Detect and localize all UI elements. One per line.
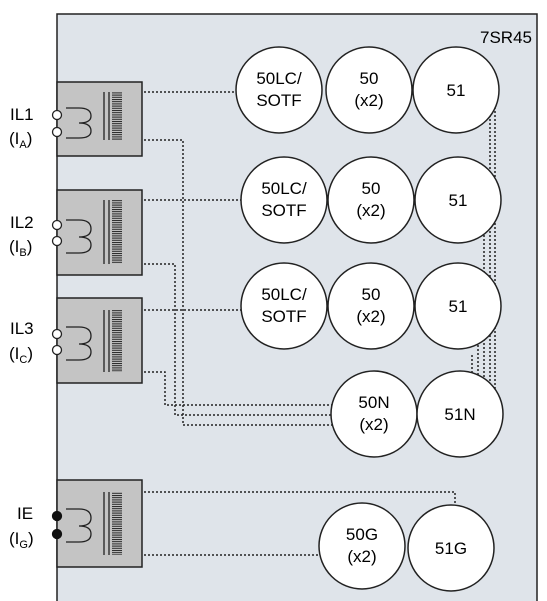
input-name: IL1 [10, 105, 34, 124]
function-circle [325, 46, 413, 134]
function-line-1: 50LC/ [261, 179, 307, 198]
function-line-1: 50N [358, 393, 389, 412]
ct-ground-body [56, 479, 143, 568]
function-line-1: 51N [444, 405, 475, 424]
ct-l2 [51, 189, 143, 276]
function-circle [412, 46, 500, 134]
function-50lc-sotf-l1: 50LC/ SOTF [235, 46, 323, 134]
input-name: IL2 [10, 213, 34, 232]
ct-l3-terminal-b [51, 344, 63, 356]
ct-l2-terminal-a [51, 219, 63, 231]
input-label-ie: IE (IG) [9, 504, 34, 551]
ct-l2-terminal-b [51, 235, 63, 247]
function-line-2: (x2) [354, 91, 383, 110]
ct-l3-terminal-a [51, 328, 63, 340]
ct-l3-primary [66, 326, 92, 361]
function-line-1: 50 [362, 285, 381, 304]
function-51g: 51G [407, 504, 495, 592]
function-line-2: (x2) [356, 201, 385, 220]
input-sub-label: (IC) [9, 344, 33, 366]
function-line-1: 50LC/ [261, 285, 307, 304]
function-50-l2: 50 (x2) [327, 156, 415, 244]
ct-l1-body [56, 81, 143, 157]
function-circle [414, 156, 502, 244]
function-line-1: 50 [362, 179, 381, 198]
ct-l2-body [56, 189, 143, 276]
function-50lc-sotf-l3: 50LC/ SOTF [240, 262, 328, 350]
ct-l1 [51, 81, 143, 157]
function-line-1: 51 [449, 191, 468, 210]
function-50lc-sotf-l2: 50LC/ SOTF [240, 156, 328, 244]
function-51-l3: 51 [414, 262, 502, 350]
function-circle [407, 504, 495, 592]
function-line-1: 50LC/ [256, 69, 302, 88]
input-sub-label: (IA) [9, 129, 32, 151]
function-circle [414, 262, 502, 350]
function-circle [240, 262, 328, 350]
function-51-l1: 51 [412, 46, 500, 134]
ct-l3-body [56, 297, 143, 384]
ct-ground-winding [112, 492, 122, 555]
function-circle [235, 46, 323, 134]
ct-l1-primary [66, 107, 92, 139]
ct-l2-primary [66, 219, 92, 254]
device-model-label: 7SR45 [480, 28, 532, 47]
function-line-1: 51G [435, 539, 467, 558]
ct-l1-winding [112, 92, 122, 140]
function-line-2: (x2) [359, 415, 388, 434]
function-line-1: 51 [447, 81, 466, 100]
function-50g: 50G (x2) [318, 502, 406, 590]
input-label-il2: IL2 (IB) [9, 213, 34, 259]
ct-ground-primary [66, 508, 92, 543]
ct-l1-terminal-b [51, 126, 63, 138]
function-circle [330, 370, 418, 458]
function-51-l2: 51 [414, 156, 502, 244]
input-label-il3: IL3 (IC) [9, 319, 34, 366]
function-line-2: SOTF [256, 91, 301, 110]
input-sub-label: (IB) [9, 237, 32, 259]
function-line-1: 50 [360, 69, 379, 88]
function-circle [318, 502, 406, 590]
function-51n: 51N [416, 370, 504, 458]
ct-l1-terminal-a [51, 109, 63, 121]
function-circle [240, 156, 328, 244]
function-line-2: SOTF [261, 201, 306, 220]
input-sub-label: (IG) [9, 529, 34, 551]
input-name: IL3 [10, 319, 34, 338]
function-line-2: (x2) [356, 307, 385, 326]
function-line-2: (x2) [347, 547, 376, 566]
function-50-l1: 50 (x2) [325, 46, 413, 134]
function-line-1: 51 [449, 297, 468, 316]
ct-ground-terminal-b [51, 528, 63, 540]
ct-l3-winding [112, 310, 122, 372]
input-name: IE [17, 504, 33, 523]
ct-ground [51, 479, 143, 568]
function-circle [416, 370, 504, 458]
function-line-2: SOTF [261, 307, 306, 326]
function-circle [327, 262, 415, 350]
function-line-1: 50G [346, 525, 378, 544]
function-50n: 50N (x2) [330, 370, 418, 458]
function-50-l3: 50 (x2) [327, 262, 415, 350]
input-label-il1: IL1 (IA) [9, 105, 34, 151]
ct-ground-terminal-a [51, 510, 63, 522]
function-circle [327, 156, 415, 244]
ct-l2-winding [112, 200, 122, 264]
ct-l3 [51, 297, 143, 384]
